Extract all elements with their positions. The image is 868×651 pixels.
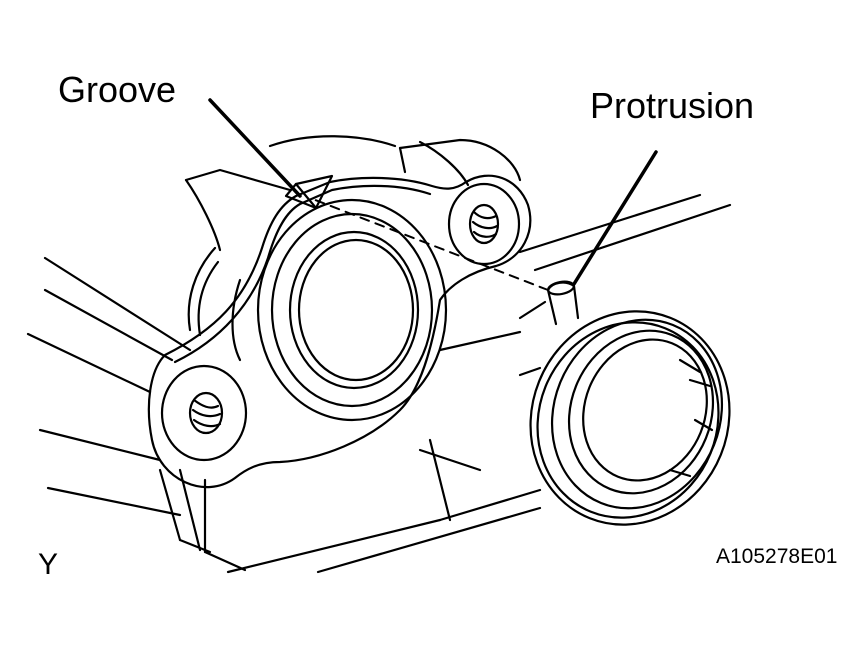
figure-id-label: A105278E01 <box>716 545 838 568</box>
housing-bore <box>256 198 448 422</box>
alignment-line <box>309 197 549 291</box>
groove-label: Groove <box>58 69 177 110</box>
groove-leader-line <box>208 98 302 198</box>
protrusion-leader-line <box>572 150 658 286</box>
view-label: Y <box>38 548 59 581</box>
mounting-flange <box>147 174 532 489</box>
oil-seal <box>529 280 731 526</box>
housing-outline <box>26 135 732 574</box>
protrusion-label: Protrusion <box>590 85 755 126</box>
